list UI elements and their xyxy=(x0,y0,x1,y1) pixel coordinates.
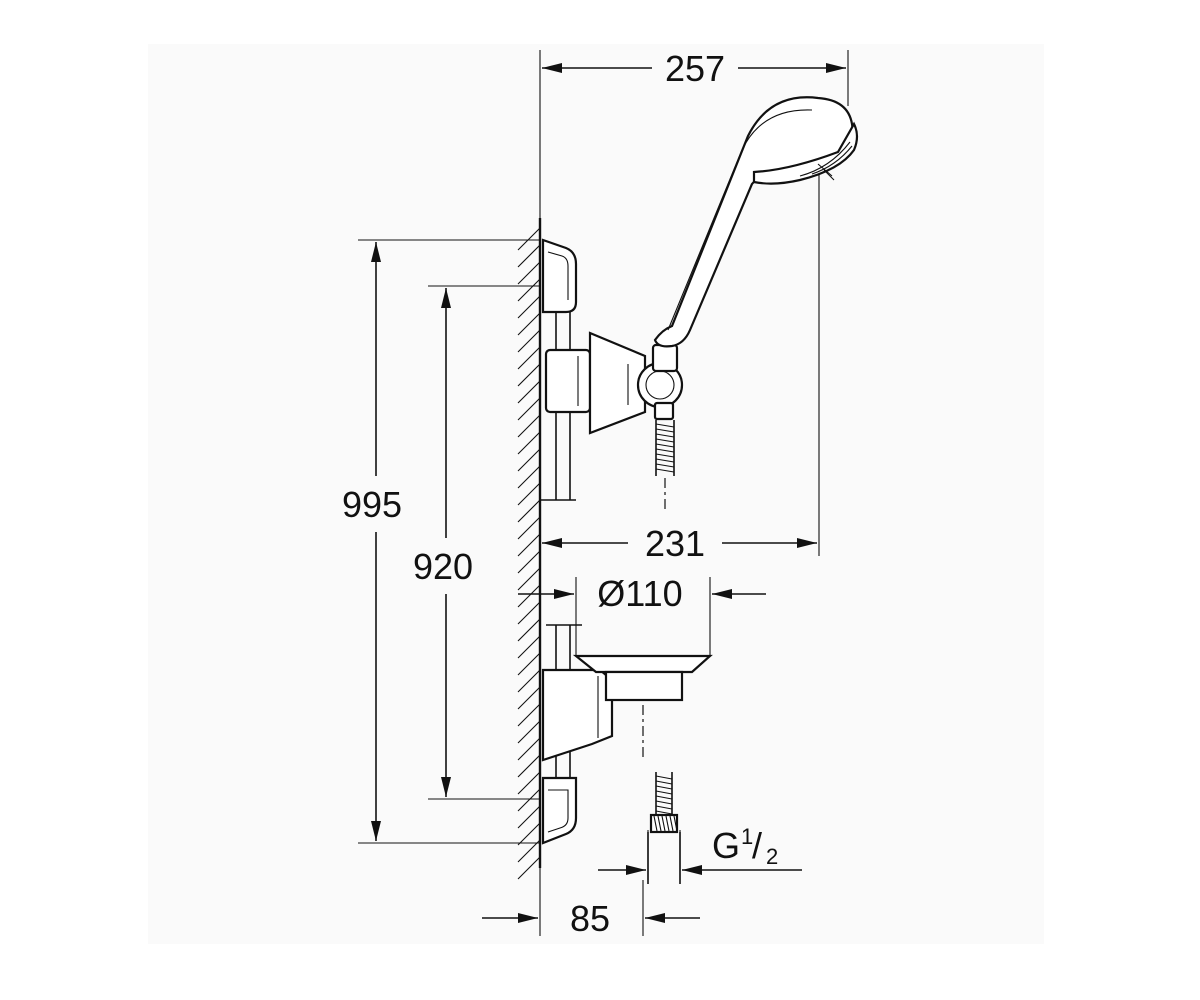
hand-shower-body xyxy=(653,96,854,348)
dim-overall-width: 257 xyxy=(665,48,725,89)
dim-dish-diameter: Ø110 xyxy=(597,573,682,614)
wall xyxy=(517,218,542,880)
dim-connection-thread: G 1 / 2 xyxy=(712,824,778,869)
soap-dish-rim xyxy=(572,654,713,674)
shower-rail xyxy=(540,238,582,845)
dim-total-height: 995 xyxy=(342,484,402,525)
dim-holder-reach: 231 xyxy=(645,523,705,564)
hose-connection xyxy=(647,772,681,884)
hose-coil xyxy=(655,420,675,476)
dimension-labels: 257 231 Ø110 995 920 85 G 1 / 2 xyxy=(342,48,778,939)
dimension-lines xyxy=(371,63,846,923)
soap-dish-bowl xyxy=(604,670,684,702)
spray-face xyxy=(752,121,859,185)
thread-slash: / xyxy=(752,825,762,866)
dim-rail-height: 920 xyxy=(413,546,473,587)
slider-block xyxy=(544,348,592,414)
dim-wall-offset: 85 xyxy=(570,898,610,939)
thread-letter: G xyxy=(712,825,740,866)
soap-dish xyxy=(541,654,713,762)
hand-shower xyxy=(653,96,859,348)
thread-numerator: 1 xyxy=(741,824,753,849)
drawing-background xyxy=(148,44,1044,944)
soap-dish-bracket xyxy=(541,668,614,762)
joint-collar xyxy=(651,343,679,373)
rail-top-bracket xyxy=(541,238,578,314)
holder-arm xyxy=(588,331,647,435)
rail-bottom-bracket xyxy=(541,776,578,845)
wall-hatching xyxy=(517,227,541,880)
hose-coil-bottom xyxy=(655,772,673,815)
slider-holder xyxy=(544,331,684,510)
thread-denominator: 2 xyxy=(766,844,778,869)
